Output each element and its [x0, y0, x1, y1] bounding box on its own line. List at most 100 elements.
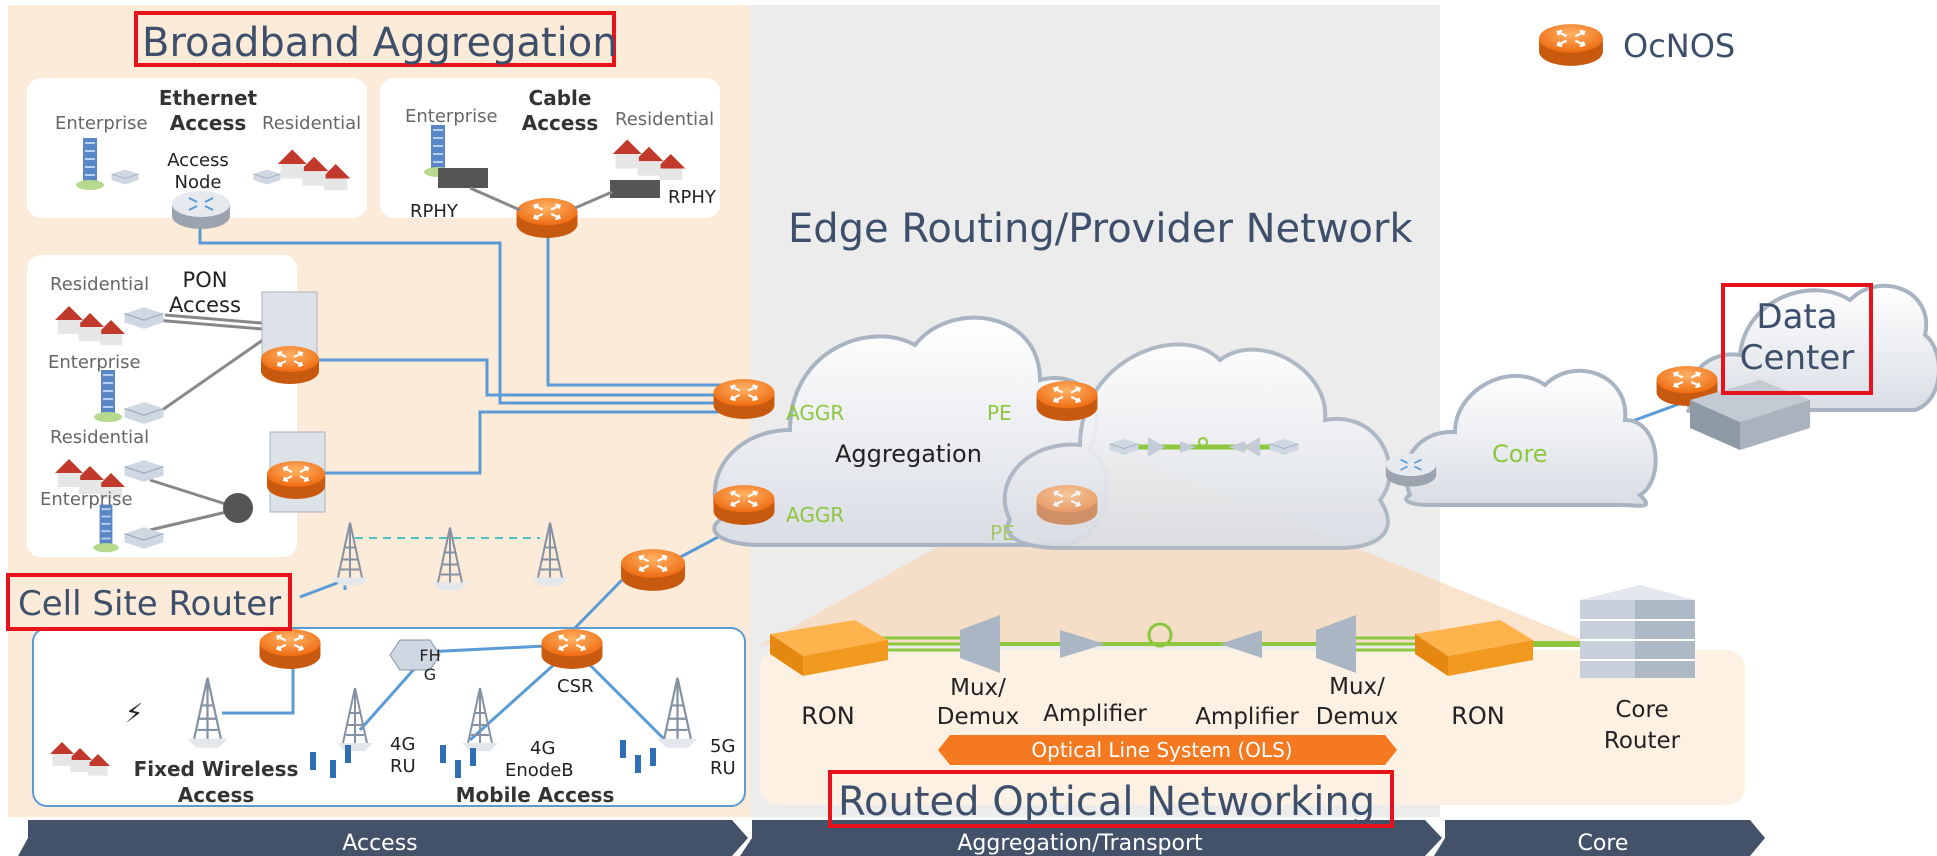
aggr-router-2-icon — [712, 484, 776, 526]
aggr-label-2: AGGR — [786, 503, 844, 527]
legend-label: OcNOS — [1623, 27, 1735, 65]
data-center-highlight: Data Center — [1721, 283, 1873, 395]
optical-line — [880, 636, 1590, 652]
csr-label: CSR — [557, 676, 594, 697]
ols-banner — [938, 735, 1397, 765]
data-center-label-1: Data — [1756, 297, 1838, 337]
footer-aggregation-label: Aggregation/Transport — [957, 831, 1203, 856]
pon-residential-label-1: Residential — [50, 274, 149, 295]
amplifier-right-icon — [1220, 630, 1262, 658]
datacenter-server-icon — [1690, 380, 1810, 450]
core-router-label-1: Core — [1615, 697, 1668, 723]
amplifier-left-label: Amplifier — [1043, 701, 1147, 727]
ru-4g-label-1: 4G — [390, 734, 415, 755]
olt-router-icon — [260, 345, 320, 385]
fh-label-2: G — [424, 665, 436, 684]
ethernet-enterprise-label: Enterprise — [55, 113, 148, 134]
splitter-icon — [223, 493, 253, 523]
fh-label-1: FH — [419, 646, 440, 665]
ols-label: Optical Line System (OLS) — [1031, 738, 1292, 762]
pon-title-2: Access — [169, 293, 241, 317]
fixed-wireless-label-2: Access — [178, 783, 255, 807]
amplifier-right-label: Amplifier — [1195, 704, 1299, 730]
datacenter-cloud — [1686, 283, 1937, 413]
cmts-router-icon — [515, 197, 579, 239]
cell-site-router-icon — [258, 628, 322, 670]
pon-box — [27, 255, 297, 557]
footer-core-chevron — [1434, 820, 1765, 856]
mobile-box — [32, 627, 746, 807]
footer-access-chevron — [18, 820, 748, 856]
olt-router-icon — [266, 460, 326, 500]
ethernet-box — [27, 78, 367, 218]
pe-router-1-icon — [1035, 380, 1099, 422]
access-node-icon — [170, 190, 232, 230]
ru-5g-label-1: 5G — [710, 736, 735, 757]
cable-residential-label: Residential — [615, 109, 714, 130]
ron-left-icon — [770, 620, 888, 676]
ocnos-legend-icon — [1538, 22, 1604, 68]
mobile-aggr-router-icon — [620, 548, 686, 592]
fixed-wireless-label-1: Fixed Wireless — [134, 757, 299, 781]
core-router-icon — [1580, 585, 1695, 678]
ethernet-residential-label: Residential — [262, 113, 361, 134]
ethernet-title-2: Access — [170, 111, 247, 135]
pe-label-1: PE — [987, 401, 1012, 425]
edge-title: Edge Routing/Provider Network — [788, 206, 1413, 252]
aggregation-cloud-label: Aggregation — [835, 440, 982, 468]
fiber-spool-icon — [1147, 622, 1173, 648]
csr-router-icon — [540, 628, 604, 670]
fronthaul-gateway-icon — [389, 639, 441, 671]
mobile-access-label: Mobile Access — [456, 783, 615, 807]
pon-enterprise-label-2: Enterprise — [40, 489, 133, 510]
cable-title-2: Access — [522, 111, 599, 135]
footer-access-label: Access — [342, 831, 417, 856]
ron-right-icon — [1415, 620, 1533, 676]
lightning-icon: ⚡ — [125, 699, 143, 729]
data-center-label-2: Center — [1739, 337, 1855, 378]
mux-right-icon — [1316, 615, 1356, 673]
broadband-aggregation-highlight: Broadband Aggregation — [134, 11, 618, 67]
pon-title-1: PON — [183, 268, 228, 292]
rphy-icon — [438, 168, 488, 188]
mux-right-label-1: Mux/ — [1329, 674, 1385, 700]
amplifier-left-icon — [1060, 630, 1105, 658]
optical-mini — [1109, 437, 1299, 457]
core-entry-router-icon — [1385, 452, 1437, 488]
mux-left-label-1: Mux/ — [950, 675, 1006, 701]
core-router-label-2: Router — [1604, 728, 1681, 754]
rphy-icon — [610, 180, 660, 198]
access-node-label-1: Access — [167, 150, 229, 171]
ru-4g-label-2: RU — [390, 756, 416, 777]
pon-enterprise-label-1: Enterprise — [48, 352, 141, 373]
footer-aggregation-chevron — [740, 820, 1442, 856]
mux-left-label-2: Demux — [937, 704, 1019, 730]
pon-residential-label-2: Residential — [50, 427, 149, 448]
enodeb-label-1: 4G — [530, 738, 555, 759]
ron-right-label: RON — [1451, 702, 1505, 730]
pe-router-2-icon — [1035, 484, 1099, 526]
ru-5g-label-2: RU — [710, 758, 736, 779]
core-cloud-label: Core — [1492, 440, 1548, 468]
ron-left-label: RON — [801, 702, 855, 730]
aggr-router-1-icon — [712, 378, 776, 420]
footer-core-label: Core — [1578, 831, 1629, 856]
core-cloud — [1403, 368, 1658, 508]
enodeb-label-2: EnodeB — [505, 760, 574, 781]
mux-right-label-2: Demux — [1316, 704, 1398, 730]
cable-title-1: Cable — [529, 86, 592, 110]
aggr-label-1: AGGR — [786, 401, 844, 425]
cable-enterprise-label: Enterprise — [405, 106, 498, 127]
blue-links — [198, 210, 1691, 747]
optical-zoom-wedge — [760, 460, 1595, 645]
pe-label-2: PE — [990, 521, 1015, 545]
rphy-label-1: RPHY — [410, 201, 459, 222]
mux-left-icon — [960, 615, 1000, 673]
routed-optical-networking-highlight: Routed Optical Networking — [828, 770, 1394, 828]
user-devices-icon — [310, 740, 656, 778]
optical-region-bg — [760, 650, 1745, 805]
rphy-label-2: RPHY — [668, 187, 717, 208]
ethernet-title-1: Ethernet — [159, 86, 258, 110]
cell-site-router-highlight: Cell Site Router — [6, 573, 292, 631]
access-node-label-2: Node — [175, 172, 222, 193]
